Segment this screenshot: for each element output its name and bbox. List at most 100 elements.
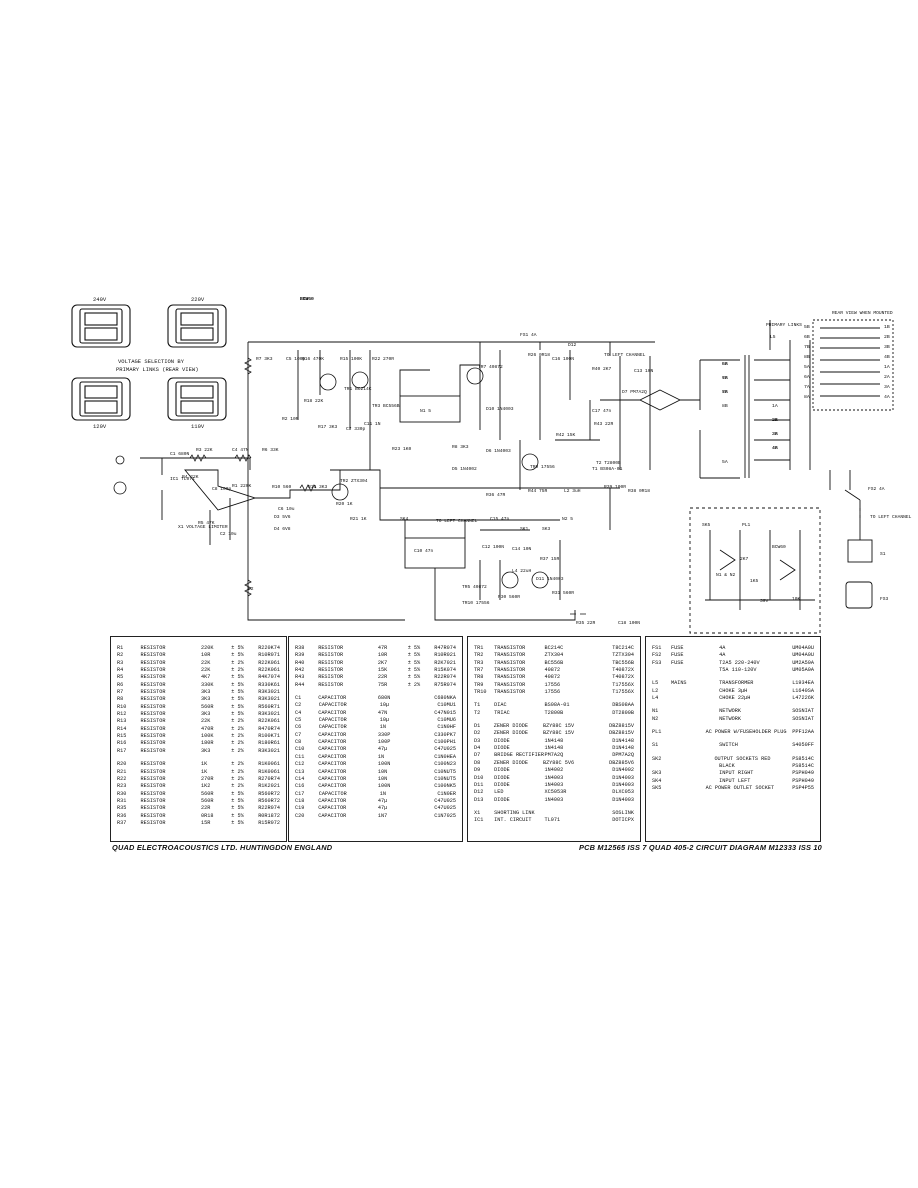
parts-cell: R3K3021 — [258, 696, 280, 703]
parts-cell: 10µ — [379, 702, 390, 709]
parts-cell: R39 — [295, 652, 305, 659]
parts-cell — [589, 797, 612, 804]
parts-cell: DBZ8815V — [609, 730, 634, 737]
parts-cell — [408, 746, 435, 753]
schematic-symbols — [113, 341, 861, 615]
parts-cell — [769, 688, 792, 695]
parts-cell: R270R74 — [258, 775, 280, 782]
parts-cell — [589, 689, 612, 696]
parts-cell — [410, 791, 437, 798]
parts-cell: OUTPUT SOCKETS RED — [714, 755, 771, 762]
component-label: C8 100p — [212, 486, 232, 492]
parts-cell: D11 — [474, 781, 484, 788]
voltage-label-120: 120V — [93, 423, 107, 430]
parts-cell: 10µ — [379, 717, 390, 724]
tap-label: 4B — [884, 354, 890, 360]
footer-drawing-number: PCB M12565 ISS 7 QUAD 405-2 CIRCUIT DIAG… — [578, 843, 822, 852]
component-label: R36 47R — [486, 492, 506, 498]
parts-cell: 220K — [201, 645, 214, 651]
parts-cell: 100N — [377, 783, 391, 790]
component-label: R15 100K — [340, 356, 362, 362]
parts-cell: 470R — [201, 725, 214, 732]
component-label: C5 100p — [286, 356, 306, 362]
parts-cell: RESISTOR — [140, 775, 166, 782]
parts-cell: 47µ — [377, 746, 388, 753]
parts-cell — [671, 742, 719, 749]
parts-cell: DIODE — [494, 781, 510, 788]
parts-cell: 40872 — [544, 674, 561, 681]
tap-label: 3A — [884, 384, 890, 390]
parts-cell — [671, 695, 719, 702]
component-label: TR1 BC214C — [344, 386, 372, 392]
component-label: C17 47n — [592, 408, 612, 414]
parts-cell: RESISTOR — [318, 652, 344, 659]
parts-cell: XC5053R — [544, 789, 567, 796]
parts-cell — [408, 776, 435, 783]
parts-cell: RESISTOR — [140, 645, 166, 651]
parts-cell: BZY88C 15V — [542, 723, 575, 730]
parts-cell: X1 — [474, 809, 481, 816]
parts-cell: C1 — [295, 695, 302, 702]
component-label: R6 33K — [262, 447, 279, 453]
parts-cell: R13 — [117, 718, 127, 725]
parts-cell: R38 — [295, 645, 305, 651]
parts-cell: 75R — [377, 681, 388, 688]
parts-cell: CAPACITOR — [318, 805, 347, 812]
parts-cell: R220K74 — [258, 645, 280, 651]
parts-cell: RESISTOR — [140, 674, 166, 681]
component-label: 10K — [792, 596, 801, 602]
parts-cell: R15 — [117, 733, 127, 740]
parts-cell: UM04A0U — [792, 652, 814, 659]
parts-cell — [769, 770, 792, 777]
parts-cell: R40 — [295, 659, 305, 666]
parts-cell — [670, 756, 715, 763]
parts-cell: C10NUT5 — [434, 775, 456, 782]
parts-cell — [652, 667, 671, 674]
component-label: C18 100N — [618, 620, 640, 626]
parts-cell: ± 2% — [231, 747, 244, 754]
parts-cell: RESISTOR — [318, 674, 344, 681]
parts-cell: D13 — [474, 796, 484, 803]
parts-cell: BC214C — [544, 645, 564, 651]
parts-cell: R560R72 — [258, 790, 280, 797]
component-label: R42 15K — [556, 432, 576, 438]
parts-cell: R1K0061 — [258, 761, 280, 768]
parts-cell: BZY88C 5V6 — [542, 759, 575, 766]
parts-cell: CAPACITOR — [318, 724, 347, 731]
parts-cell: D1N4148 — [612, 737, 634, 744]
parts-cell: TBC556B — [612, 659, 634, 666]
footer-company: QUAD ELECTROACOUSTICS LTD. HUNTINGDON EN… — [112, 843, 333, 852]
parts-cell: RESISTOR — [140, 689, 166, 696]
parts-cell: R2 — [117, 652, 124, 659]
parts-cell: D1N4003 — [612, 781, 634, 788]
parts-cell — [587, 730, 610, 737]
parts-cell: R15R072 — [258, 819, 280, 826]
parts-cell — [589, 775, 612, 782]
parts-cell: ± 2% — [231, 667, 244, 674]
component-label: TR7 40872 — [478, 364, 503, 370]
parts-cell — [769, 695, 792, 702]
